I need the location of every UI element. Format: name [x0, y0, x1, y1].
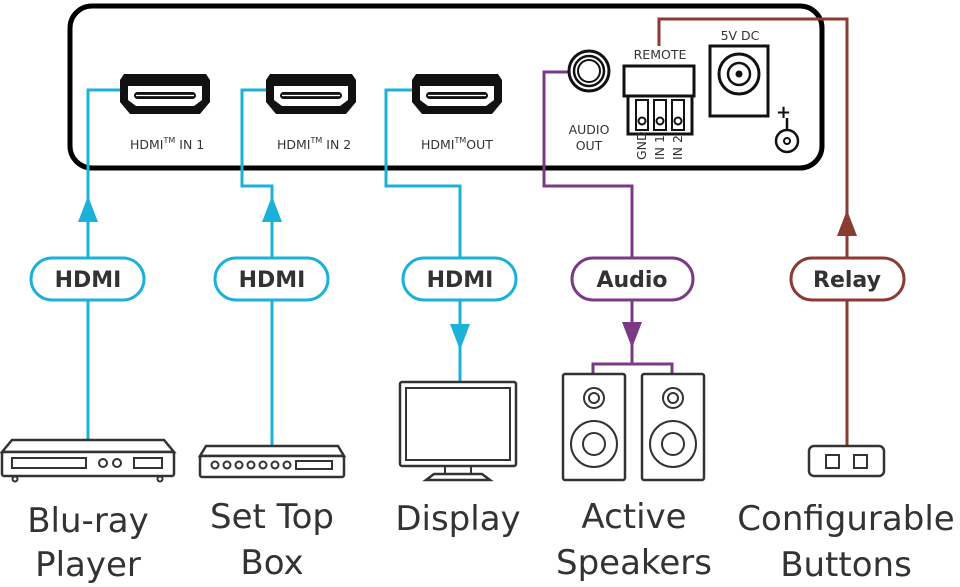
polarity-plus: + — [776, 102, 791, 123]
arrow-down-icon — [622, 322, 642, 348]
device-label-line2: Buttons — [780, 545, 912, 585]
arrow-up-icon — [837, 210, 857, 236]
hdmi-in-2-label: HDMITM IN 2 — [277, 136, 351, 152]
hdmi-in-1-label: HDMITM IN 1 — [130, 136, 204, 152]
device-label-line1: Active — [581, 497, 686, 537]
pill-hdmi-3: HDMI — [401, 256, 518, 302]
arrow-down-icon — [450, 324, 470, 350]
device-label-line2: Player — [35, 545, 141, 585]
set-top-box-icon — [197, 444, 347, 479]
pill-hdmi-1: HDMI — [29, 256, 146, 302]
remote-label: REMOTE — [634, 47, 687, 62]
pill-label: HDMI — [239, 268, 306, 293]
hdmi-out-port[interactable] — [411, 73, 503, 115]
cable-hdmi-in-1 — [78, 88, 122, 440]
bluray-player-icon — [0, 438, 177, 483]
remote-pin-gnd: GND — [634, 131, 649, 160]
audio-out-label-line2: OUT — [576, 138, 603, 153]
remote-terminal-block[interactable] — [622, 64, 696, 136]
power-label: 5V DC — [721, 28, 760, 43]
device-label-line2: Box — [240, 543, 303, 583]
power-jack[interactable] — [708, 44, 770, 118]
speakers-icon — [561, 372, 706, 482]
pill-label: Relay — [813, 268, 881, 293]
pill-label: HDMI — [427, 268, 494, 293]
display-icon — [398, 380, 518, 482]
arrow-up-icon — [262, 196, 282, 222]
pill-label: Audio — [596, 268, 667, 293]
remote-pin-in1: IN 1 — [652, 135, 667, 160]
cable-hdmi-out — [384, 88, 470, 382]
hdmi-in-2-port[interactable] — [265, 73, 357, 115]
device-label-line2: Speakers — [556, 543, 712, 583]
cable-relay — [657, 17, 857, 448]
pill-audio: Audio — [570, 256, 695, 302]
audio-out-label-line1: AUDIO — [569, 122, 610, 137]
remote-pin-in2: IN 2 — [670, 135, 685, 160]
device-label-line1: Configurable — [737, 499, 954, 539]
pill-relay: Relay — [789, 256, 906, 302]
device-label-line1: Display — [395, 499, 520, 539]
polarity-icon — [774, 118, 800, 154]
cable-audio — [542, 70, 674, 374]
device-label-line1: Blu-ray — [27, 501, 149, 541]
audio-out-jack[interactable] — [567, 49, 611, 93]
buttons-icon — [807, 444, 886, 478]
hdmi-out-label: HDMITMOUT — [421, 136, 493, 152]
hdmi-in-1-port[interactable] — [119, 73, 211, 115]
arrow-up-icon — [78, 196, 98, 222]
pill-label: HDMI — [55, 268, 122, 293]
device-label-line1: Set Top — [210, 497, 334, 537]
pill-hdmi-2: HDMI — [213, 256, 330, 302]
